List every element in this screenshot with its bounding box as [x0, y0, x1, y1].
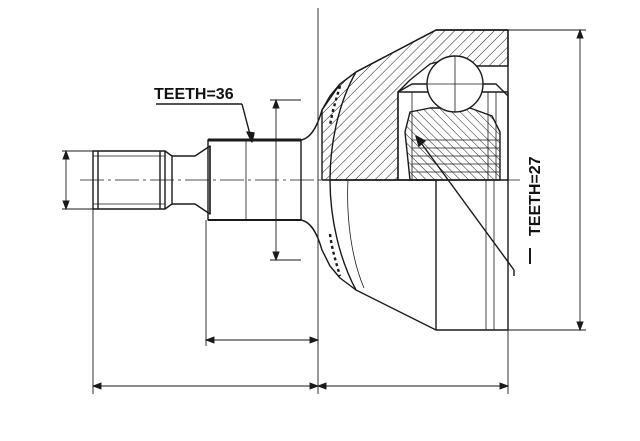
bell-section-hatching [321, 29, 509, 181]
outer-teeth-label: TEETH=36 [154, 86, 234, 103]
inner-teeth-label: TEETH=27 [527, 156, 544, 236]
splined-shaft [207, 138, 302, 221]
bead-dash-marks [328, 85, 342, 277]
outer-teeth-leader [156, 103, 255, 143]
dimension-lines [62, 8, 586, 394]
bell-neck [300, 71, 357, 291]
threaded-stub [92, 150, 173, 210]
inner-teeth-leader [415, 135, 515, 276]
inner-spline-lines [412, 139, 500, 173]
lower-bell-detail [330, 179, 495, 330]
